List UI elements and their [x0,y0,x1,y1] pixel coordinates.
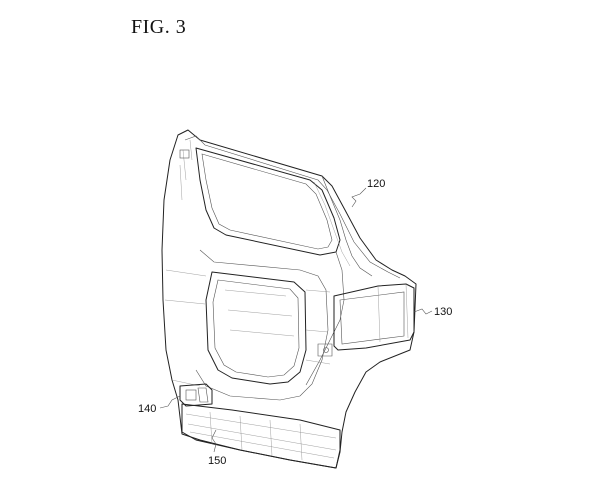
door-outer-panel [161,129,417,469]
leader-130 [413,308,433,315]
sill-150 [181,403,341,469]
leader-lines [159,187,433,453]
ref-140: 140 [138,403,156,415]
module-130 [317,283,415,357]
window-frame [179,139,341,256]
ref-120: 120 [367,178,385,190]
leader-140 [159,395,181,409]
figure-title: FIG. 3 [131,16,187,38]
leader-150 [211,429,217,453]
leader-120 [351,187,367,208]
pillar-structure [305,175,373,386]
latch-140 [179,383,213,407]
inner-panel-opening [195,249,329,401]
ref-130: 130 [434,306,452,318]
ref-150: 150 [208,455,226,467]
